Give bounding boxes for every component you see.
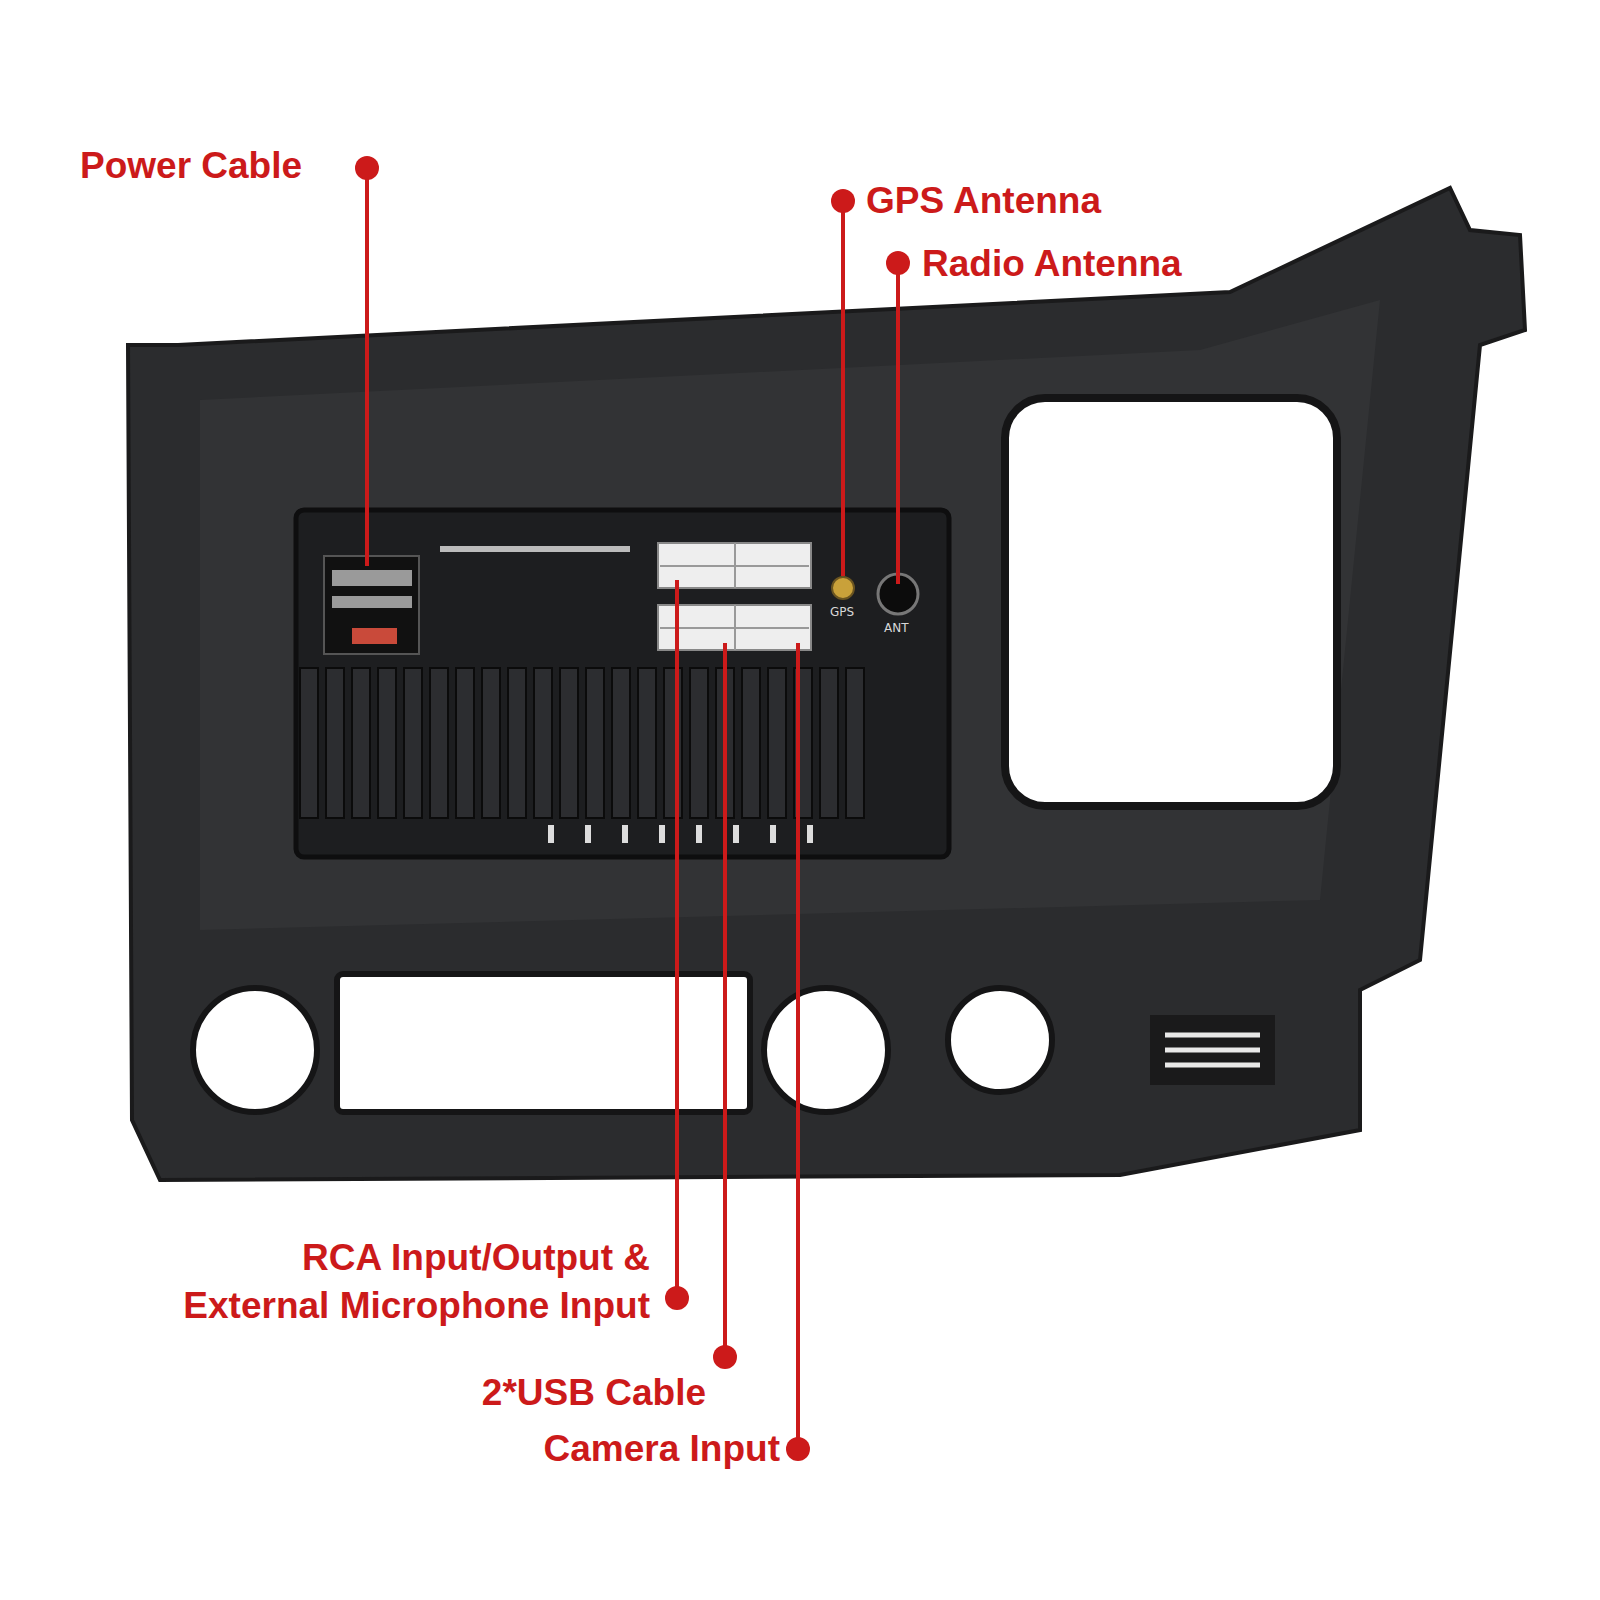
callout-label: RCA Input/Output & External Microphone I…	[155, 1234, 650, 1330]
callout-label: Camera Input	[544, 1425, 780, 1473]
power-connector	[324, 556, 419, 654]
slot-highlights	[548, 825, 813, 843]
port-marking: GPS	[830, 606, 854, 618]
head-unit	[296, 510, 949, 857]
knob-hole	[193, 988, 317, 1112]
climate-opening	[337, 974, 750, 1112]
gps-sma	[832, 577, 854, 599]
connector-b	[658, 605, 811, 650]
knob-hole	[764, 988, 888, 1112]
callout-label: Power Cable	[80, 142, 302, 190]
vent-grille	[1150, 1015, 1275, 1085]
fuse	[352, 628, 397, 644]
knob-hole	[948, 988, 1052, 1092]
port-marking: ANT	[884, 622, 909, 634]
heatsink-fins	[300, 668, 864, 818]
sticker	[440, 546, 630, 552]
pins	[332, 570, 412, 608]
bezel	[128, 188, 1525, 1180]
callout-label: 2*USB Cable	[482, 1369, 706, 1417]
vent-lines	[1165, 1035, 1260, 1065]
callout-label: Radio Antenna	[922, 240, 1182, 288]
callout-label: GPS Antenna	[866, 177, 1101, 225]
connector-grid	[660, 543, 809, 650]
connector-a	[658, 543, 811, 588]
vent-cutout	[1005, 398, 1337, 806]
bezel-face	[200, 300, 1380, 930]
